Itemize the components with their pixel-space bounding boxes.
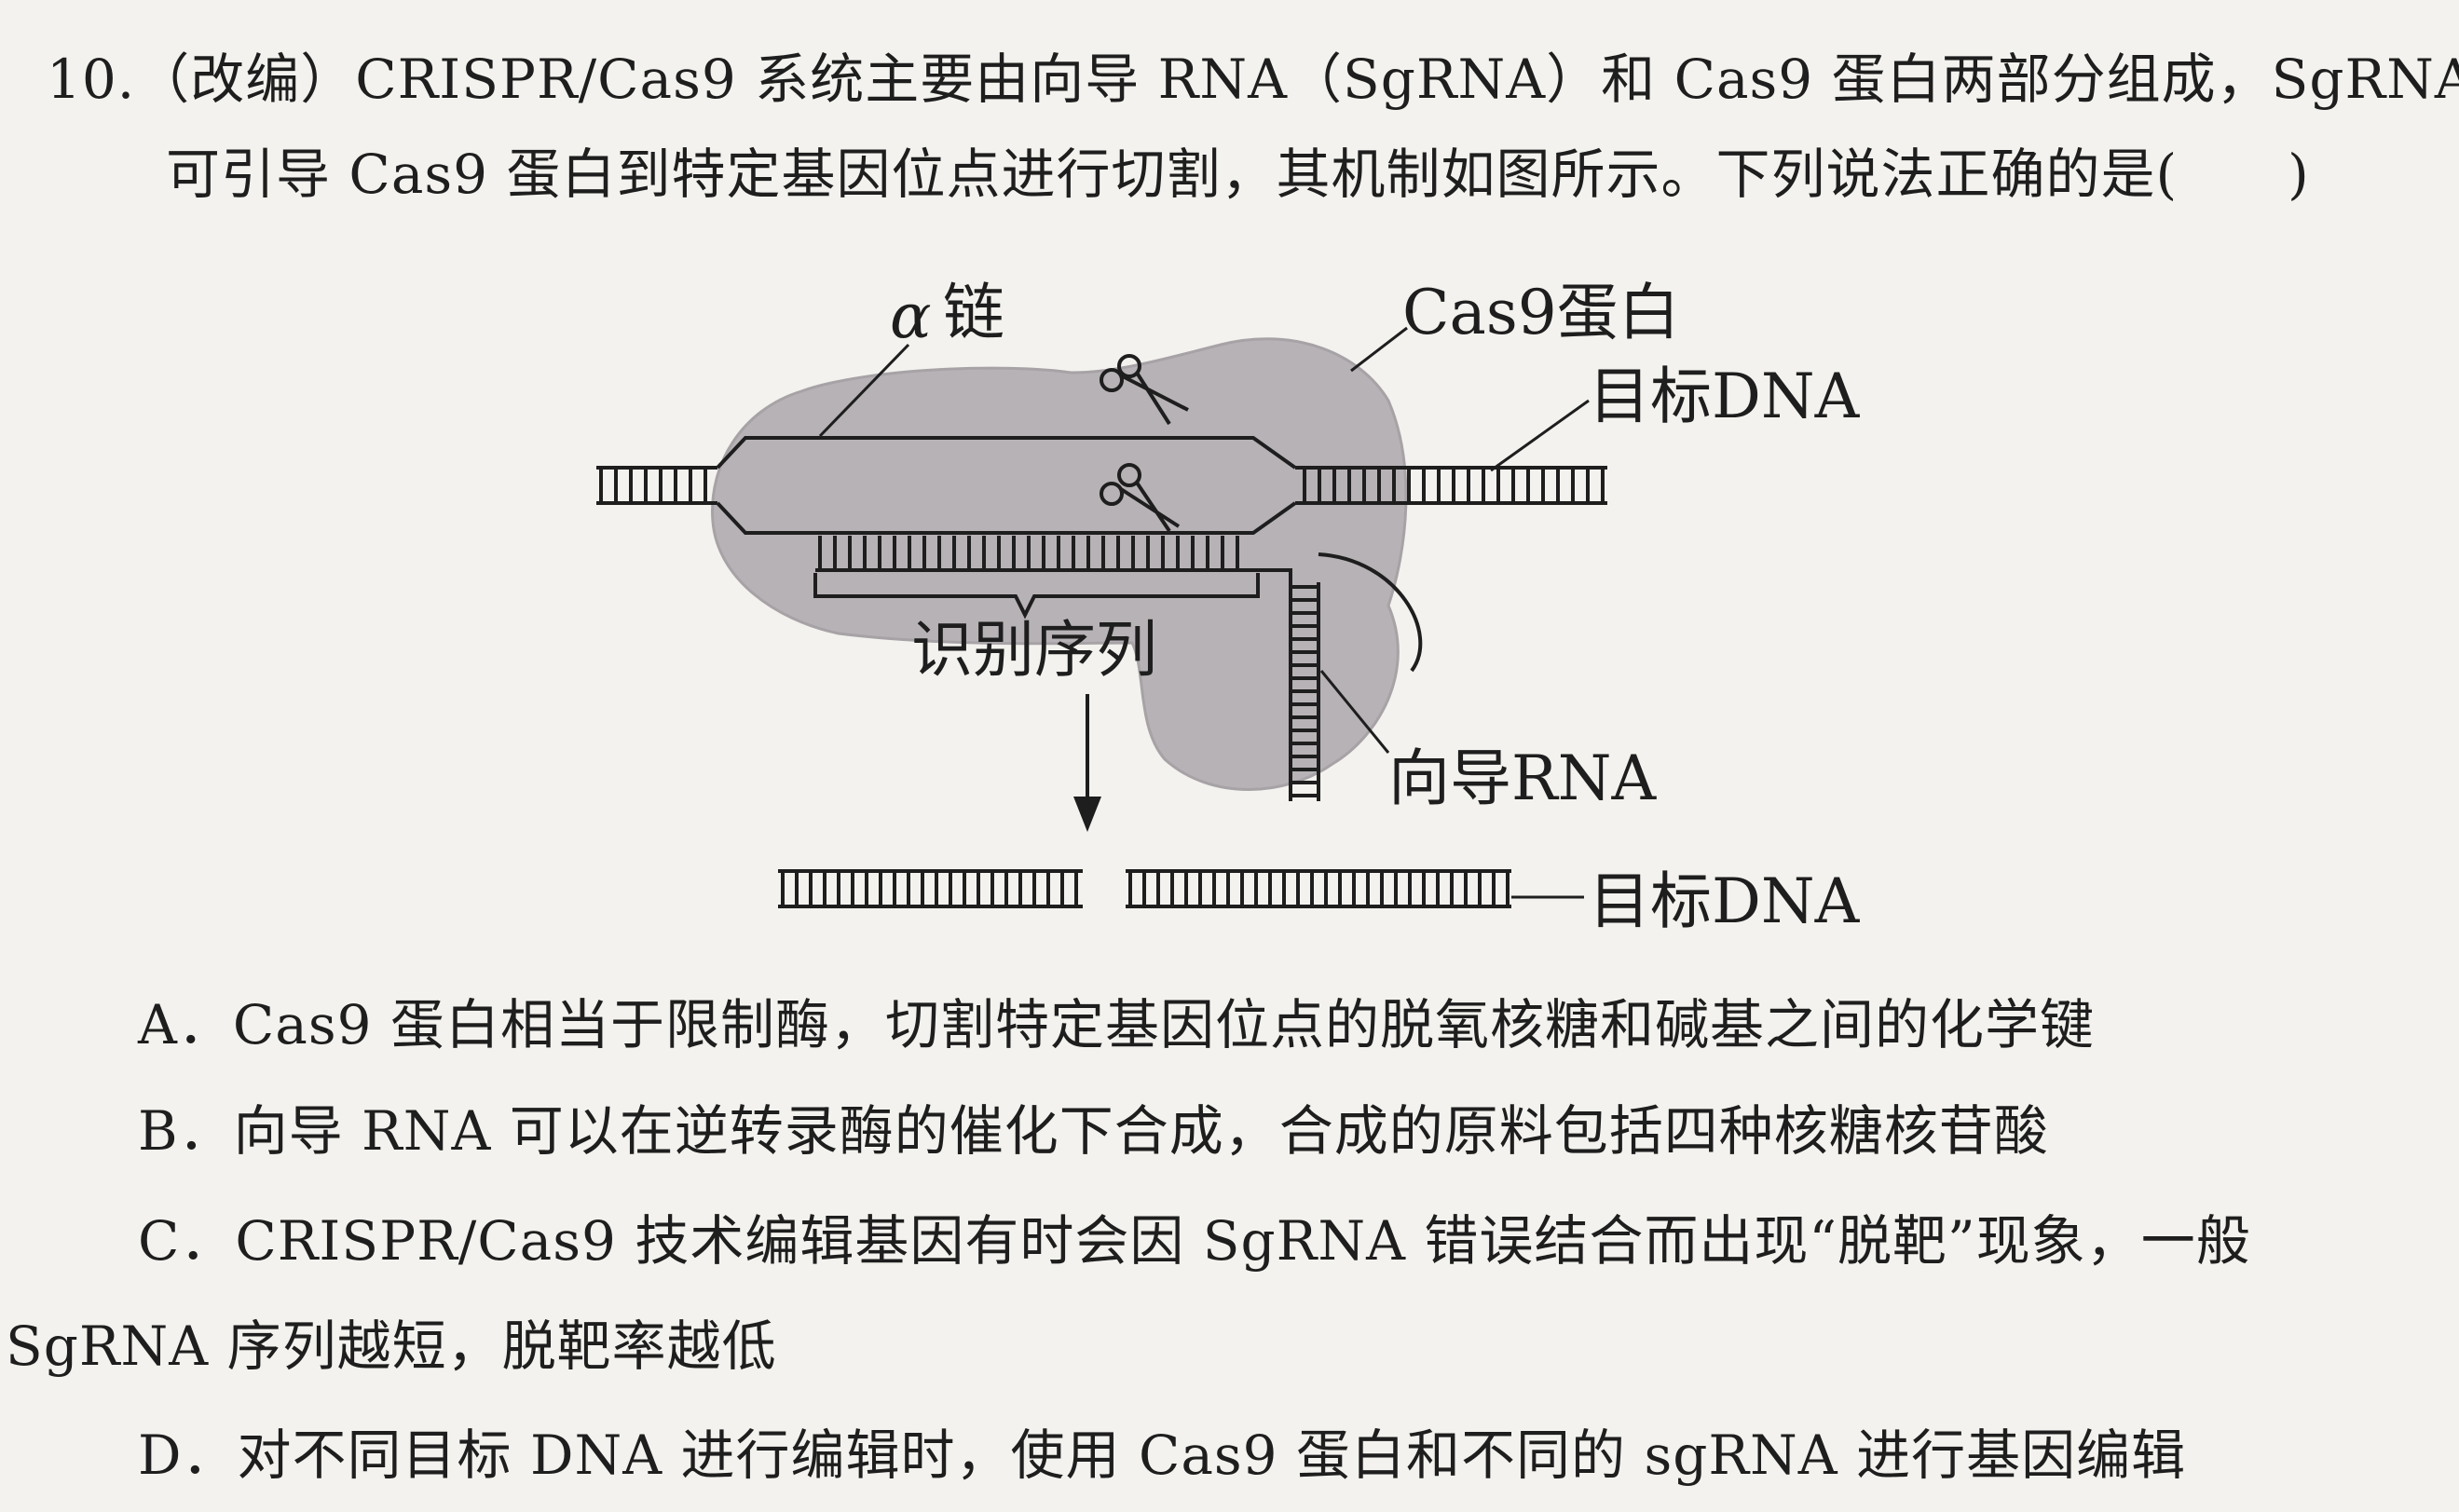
recognition-brace: [813, 573, 1260, 620]
scissors-icon-upper: [1100, 354, 1189, 426]
alpha-chain-label: 链: [943, 277, 1004, 348]
target-dna-label-top: 目标DNA: [1589, 361, 1861, 432]
dna-right-segment: [1295, 466, 1607, 505]
option-c-line-1[interactable]: C．CRISPR/Cas9 技术编辑基因有时会因 SgRNA 错误结合而出现“脱…: [138, 1209, 2251, 1273]
cas9-protein-label: Cas9蛋白: [1402, 277, 1680, 348]
option-c-line-2[interactable]: SgRNA 序列越短，脱靶率越低: [6, 1314, 777, 1378]
alpha-pointer: [818, 343, 910, 438]
lower-strand: [716, 501, 1297, 535]
down-arrow: [1073, 694, 1101, 832]
cut-dna-left-fragment: [778, 869, 1083, 908]
guide-rna-pointer: [1319, 670, 1390, 754]
option-a[interactable]: A．Cas9 蛋白相当于限制酶，切割特定基因位点的脱氧核糖和碱基之间的化学键: [138, 993, 2095, 1056]
guide-rna-pairing: [815, 536, 1253, 572]
question-line-2: 可引导 Cas9 蛋白到特定基因位点进行切割，其机制如图所示。下列说法正确的是(…: [166, 143, 2310, 206]
cas9-pointer: [1350, 326, 1408, 373]
guide-rna-loop: [1318, 552, 1423, 673]
scissors-icon-lower: [1100, 463, 1181, 533]
target-dna-label-bottom: 目标DNA: [1589, 865, 1861, 937]
guide-rna-stem: [1253, 568, 1320, 801]
option-b[interactable]: B．向导 RNA 可以在逆转录酶的催化下合成，合成的原料包括四种核糖核苷酸: [138, 1099, 2049, 1163]
cut-dna-right-fragment: [1126, 869, 1511, 908]
question-line-1: 10.（改编）CRISPR/Cas9 系统主要由向导 RNA（SgRNA）和 C…: [47, 48, 2459, 111]
dna-left-segment: [596, 466, 717, 505]
option-d[interactable]: D．对不同目标 DNA 进行编辑时，使用 Cas9 蛋白和不同的 sgRNA 进…: [138, 1423, 2187, 1487]
alpha-symbol: α: [890, 280, 932, 352]
recognition-sequence-label: 识别序列: [911, 614, 1157, 686]
target-dna-pointer-top: [1490, 399, 1590, 472]
guide-rna-label: 向导RNA: [1388, 742, 1657, 814]
alpha-strand: [716, 436, 1297, 470]
